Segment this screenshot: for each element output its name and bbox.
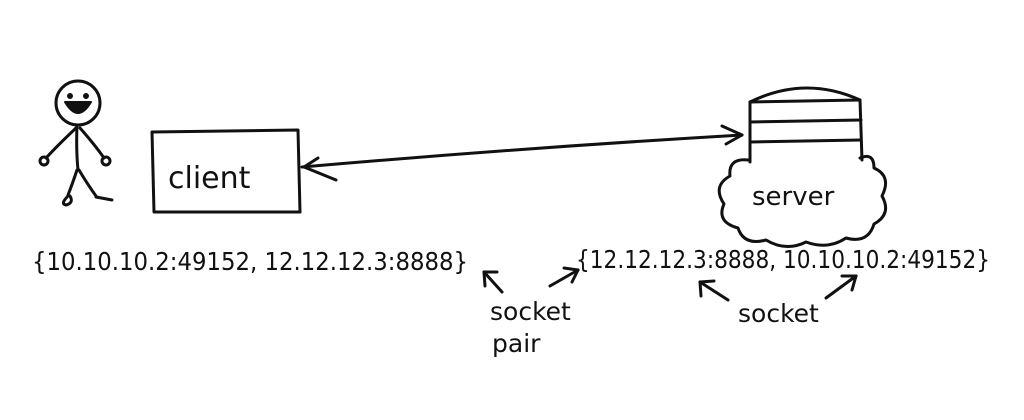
server-label: server	[752, 182, 835, 212]
user-figure	[38, 79, 114, 207]
socket-pair-label-line1: socket	[490, 297, 571, 326]
server-socket-pair: {12.12.12.3:8888, 10.10.10.2:49152}	[576, 245, 990, 274]
socket-label: socket	[738, 299, 819, 328]
client-socket-pair: {10.10.10.2:49152, 12.12.12.3:8888}	[32, 247, 468, 276]
server-cloud-icon	[717, 154, 888, 248]
connection-arrow	[300, 124, 744, 182]
annotation-arrows	[482, 266, 858, 302]
socket-pair-label-line2: pair	[492, 329, 541, 358]
client-box: client	[150, 128, 302, 214]
server-database-icon	[748, 86, 864, 164]
client-label: client	[168, 161, 251, 196]
